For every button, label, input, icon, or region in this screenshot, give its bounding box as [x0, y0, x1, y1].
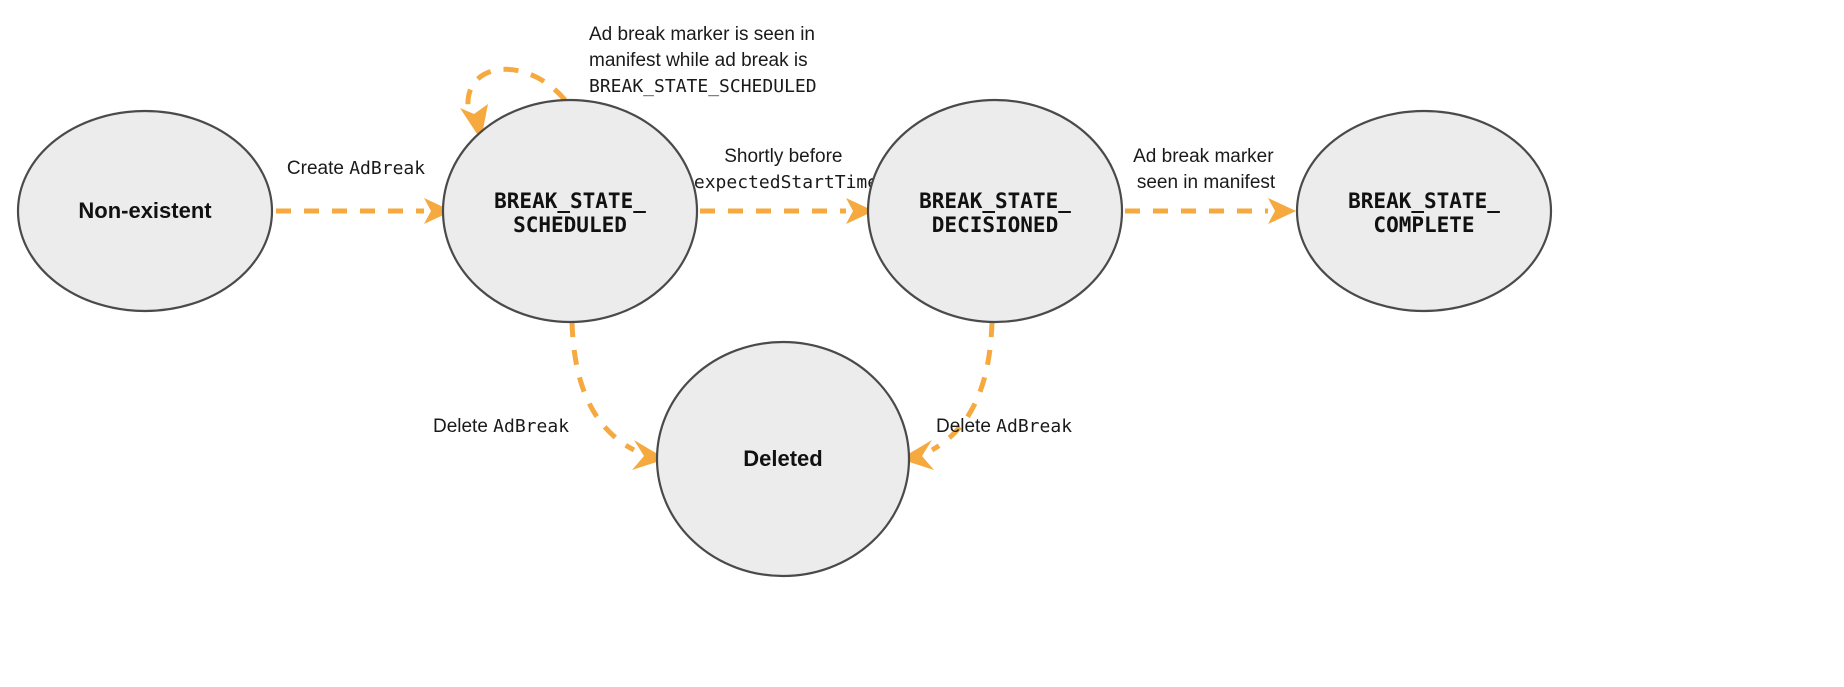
edge-scheduled-to-deleted[interactable]: Delete AdBreak: [433, 321, 666, 470]
edge-create-adbreak-label: Create AdBreak: [287, 158, 425, 179]
node-deleted-shape: [655, 340, 911, 578]
scheduled-deleted-label-part-1: AdBreak: [493, 416, 569, 437]
node-break-state-scheduled-label-line1: BREAK_STATE_: [494, 189, 646, 213]
edge-scheduled-to-decisioned[interactable]: Shortly before expectedStartTime: [694, 146, 878, 224]
edge-decisioned-to-deleted[interactable]: Delete AdBreak: [900, 321, 1072, 470]
self-loop-label-line-2: BREAK_STATE_SCHEDULED: [589, 76, 817, 97]
node-break-state-scheduled-label-line2: SCHEDULED: [513, 213, 627, 237]
edge-create-adbreak-label-part-0: Create: [287, 158, 349, 179]
node-break-state-decisioned-label-line1: BREAK_STATE_: [919, 189, 1071, 213]
edge-self-loop-scheduled[interactable]: Ad break marker is seen in manifest whil…: [460, 24, 820, 140]
scheduled-decisioned-label-line-0: Shortly before: [724, 146, 842, 167]
edge-scheduled-to-deleted-path: [569, 321, 636, 453]
edge-decisioned-to-complete[interactable]: Ad break marker seen in manifest: [1125, 146, 1296, 224]
self-loop-label-line-0: Ad break marker is seen in: [589, 24, 815, 45]
node-break-state-decisioned[interactable]: BREAK_STATE_ DECISIONED: [866, 98, 1124, 324]
edge-create-adbreak-arrowhead: [424, 198, 452, 224]
node-break-state-complete-label-line2: COMPLETE: [1373, 213, 1474, 237]
node-non-existent-shape: [16, 109, 274, 313]
node-break-state-decisioned-shape: [866, 98, 1124, 324]
decisioned-complete-label-line-1: seen in manifest: [1137, 172, 1276, 193]
node-break-state-decisioned-label-line2: DECISIONED: [932, 213, 1058, 237]
node-break-state-complete[interactable]: BREAK_STATE_ COMPLETE: [1295, 109, 1553, 313]
edge-scheduled-to-deleted-label: Delete AdBreak: [433, 416, 569, 437]
edge-decisioned-to-deleted-path: [930, 321, 995, 453]
node-break-state-complete-shape: [1295, 109, 1553, 313]
edge-create-adbreak[interactable]: Create AdBreak: [276, 158, 452, 224]
node-non-existent[interactable]: Non-existent: [16, 109, 274, 313]
edge-self-loop-scheduled-label: Ad break marker is seen in manifest whil…: [589, 24, 820, 97]
scheduled-deleted-label-part-0: Delete: [433, 416, 493, 437]
decisioned-deleted-label-part-1: AdBreak: [996, 416, 1072, 437]
node-break-state-scheduled[interactable]: BREAK_STATE_ SCHEDULED: [441, 98, 699, 324]
edge-scheduled-to-deleted-arrowhead: [632, 440, 666, 470]
self-loop-label-line-1: manifest while ad break is: [589, 50, 808, 71]
edge-decisioned-to-deleted-label: Delete AdBreak: [936, 416, 1072, 437]
node-non-existent-label: Non-existent: [78, 198, 212, 223]
node-deleted-label: Deleted: [743, 446, 822, 471]
edge-decisioned-to-complete-arrowhead: [1268, 198, 1296, 224]
node-deleted[interactable]: Deleted: [655, 340, 911, 578]
edge-scheduled-to-decisioned-label: Shortly before expectedStartTime: [694, 146, 878, 193]
node-break-state-scheduled-shape: [441, 98, 699, 324]
scheduled-decisioned-label-line-1: expectedStartTime: [694, 172, 878, 193]
node-break-state-complete-label-line1: BREAK_STATE_: [1348, 189, 1500, 213]
edge-scheduled-to-decisioned-arrowhead: [846, 198, 874, 224]
edge-decisioned-to-deleted-arrowhead: [900, 440, 934, 470]
decisioned-complete-label-line-0: Ad break marker: [1133, 146, 1274, 167]
edge-decisioned-to-complete-label: Ad break marker seen in manifest: [1133, 146, 1279, 193]
edge-self-loop-scheduled-path: [465, 66, 567, 119]
edge-create-adbreak-label-part-1: AdBreak: [349, 158, 425, 179]
decisioned-deleted-label-part-0: Delete: [936, 416, 996, 437]
